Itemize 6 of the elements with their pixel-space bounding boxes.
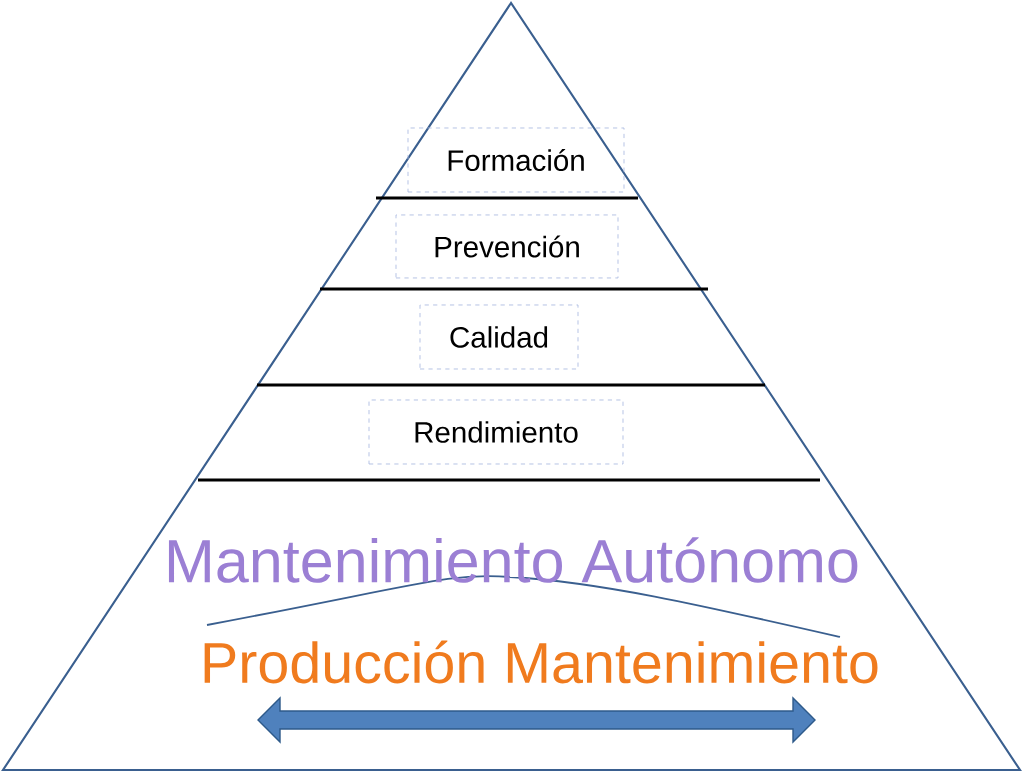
text-box: Rendimiento <box>368 399 624 465</box>
layer-label: Mantenimiento Autónomo <box>168 537 858 583</box>
text-box: Formación <box>407 127 625 193</box>
text-box: Prevención <box>395 214 619 279</box>
text-box: Calidad <box>419 304 579 370</box>
layer-label: Producción Mantenimiento <box>204 640 878 684</box>
